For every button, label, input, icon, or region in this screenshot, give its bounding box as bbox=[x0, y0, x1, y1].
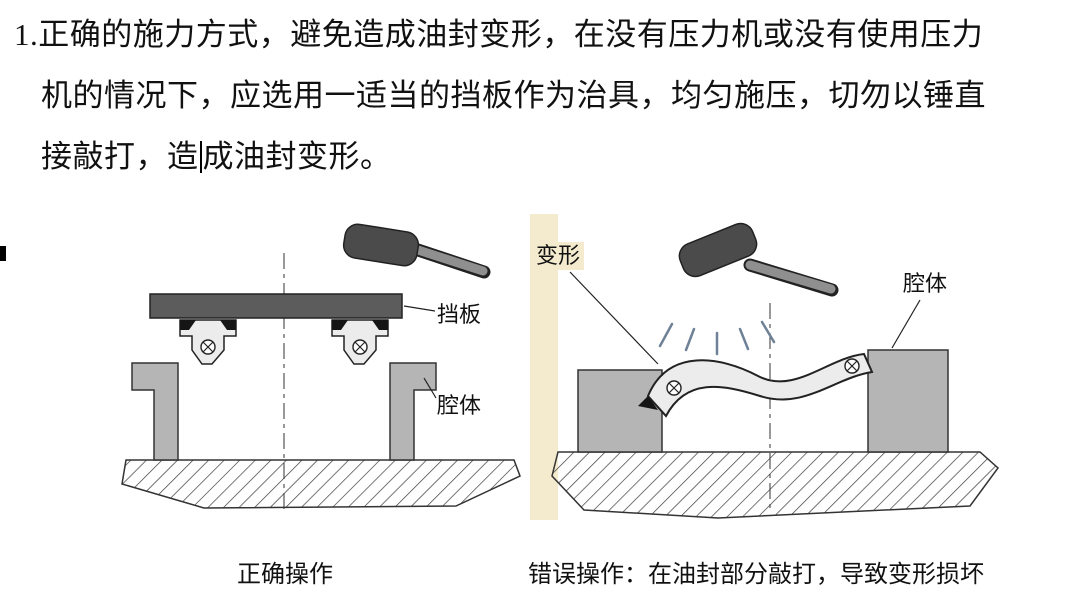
cavity-leader-line bbox=[891, 299, 921, 349]
plate-label: 挡板 bbox=[437, 302, 482, 327]
oil-seal-left-section bbox=[179, 319, 237, 365]
mallet-handle bbox=[745, 260, 836, 294]
mallet-icon bbox=[342, 223, 491, 279]
ground-hatched-section bbox=[121, 459, 521, 509]
left-edge-mark bbox=[0, 246, 6, 261]
caption-wrong-operation: 错误操作：在油封部分敲打，导致变形损坏 bbox=[528, 562, 984, 588]
paragraph-line-3: 接敲打，造成油封变形。 bbox=[41, 126, 1044, 187]
housing-right-wall bbox=[389, 362, 437, 461]
mallet-head bbox=[342, 223, 420, 267]
deform-leader-line bbox=[569, 271, 659, 365]
instruction-paragraph: 1.正确的施力方式，避免造成油封变形，在没有压力机或没有使用压力 机的情况下，应… bbox=[14, 4, 1044, 187]
paragraph-line-1: 1.正确的施力方式，避免造成油封变形，在没有压力机或没有使用压力 bbox=[14, 17, 984, 52]
press-plate bbox=[149, 293, 403, 319]
mallet-icon bbox=[678, 222, 839, 297]
housing-left-wall bbox=[131, 362, 179, 461]
paragraph-line-3-after: 成油封变形。 bbox=[202, 139, 392, 174]
housing-left-wall bbox=[577, 369, 663, 453]
paragraph-line-3-before: 接敲打，造 bbox=[41, 139, 199, 174]
housing-right-wall bbox=[867, 349, 949, 453]
cavity-label-right-figure: 腔体 bbox=[903, 271, 948, 296]
plate-leader-line bbox=[403, 305, 436, 312]
paragraph-line-2: 机的情况下，应选用一适当的挡板作为治具，均匀施压，切勿以锤直 bbox=[41, 78, 986, 113]
caption-correct-operation: 正确操作 bbox=[237, 562, 333, 588]
cavity-leader-line bbox=[423, 377, 437, 399]
figure-wrong-operation bbox=[522, 208, 1007, 563]
text-caret bbox=[199, 141, 202, 173]
correct-operation-diagram bbox=[121, 223, 521, 510]
wrong-operation-diagram bbox=[530, 214, 1000, 520]
deformed-oil-seal bbox=[638, 352, 874, 418]
impact-lines bbox=[658, 320, 776, 356]
mallet-handle bbox=[410, 244, 488, 276]
figure-correct-operation bbox=[118, 208, 523, 563]
cavity-label-left-figure: 腔体 bbox=[437, 393, 482, 418]
deform-label: 变形 bbox=[532, 242, 585, 270]
ground-hatched-section bbox=[551, 451, 1000, 519]
mallet-head bbox=[678, 222, 758, 278]
oil-seal-right-section bbox=[331, 319, 389, 365]
